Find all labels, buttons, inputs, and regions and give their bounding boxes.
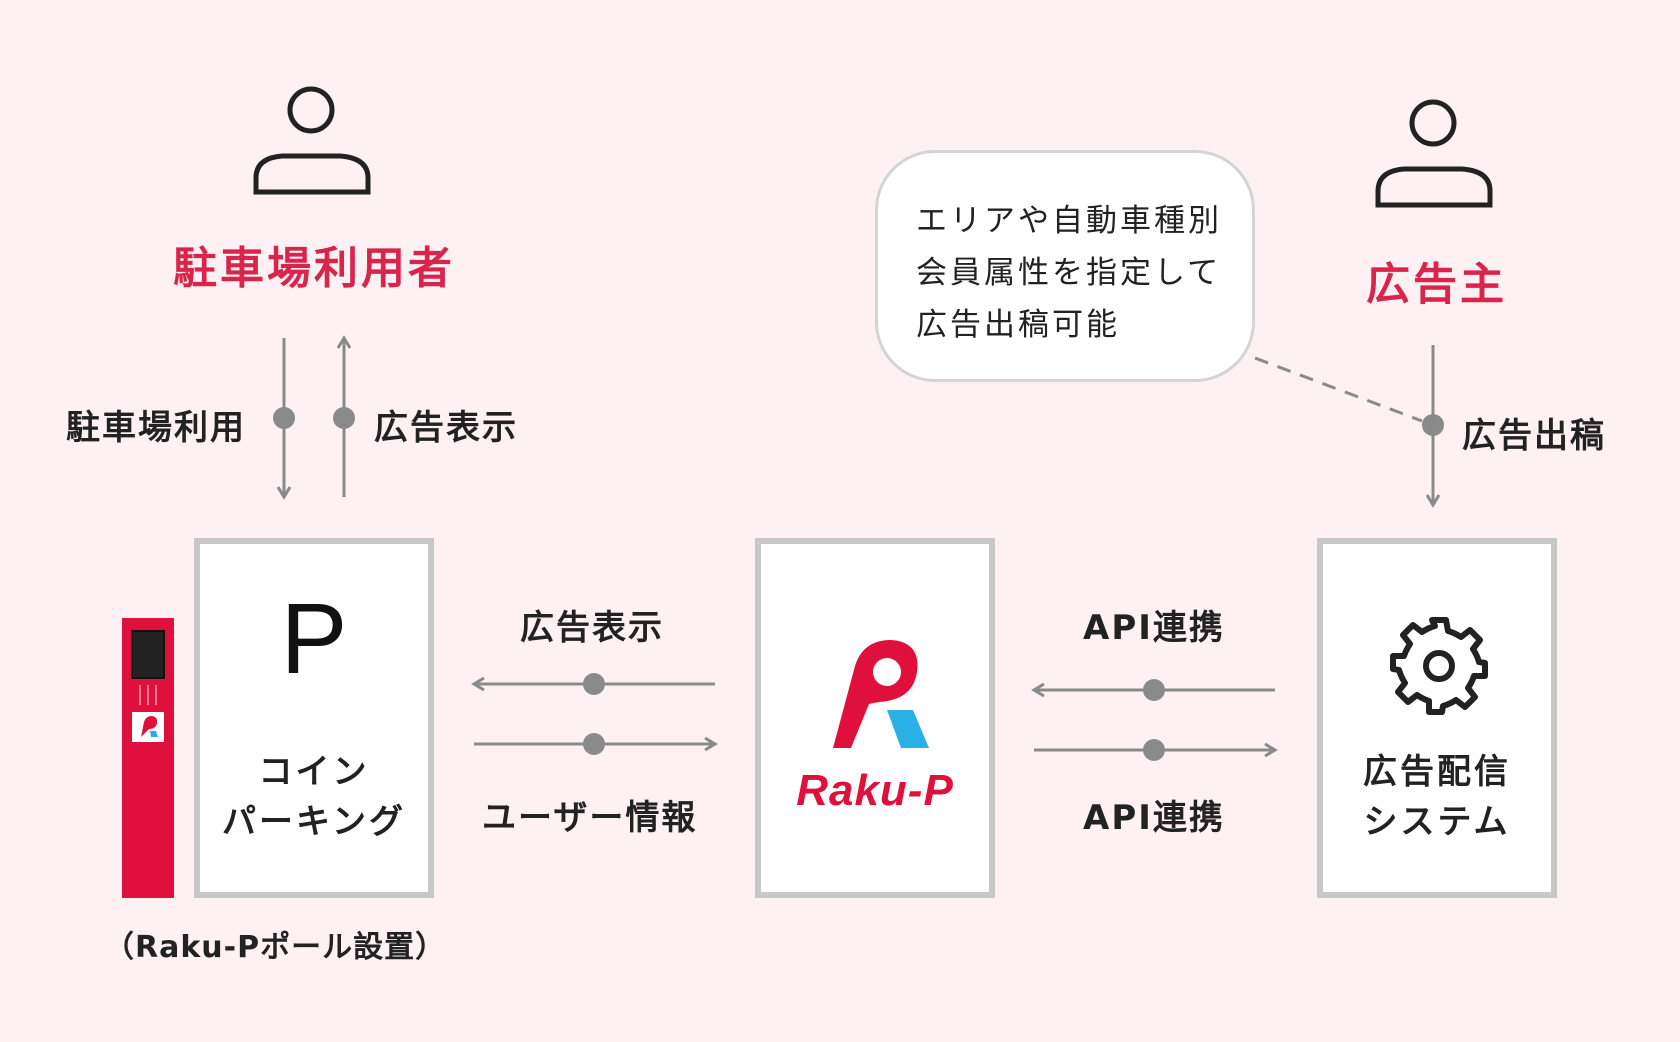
arrow-node xyxy=(1143,679,1165,701)
arrow-node xyxy=(1422,414,1444,436)
arrow-node xyxy=(333,407,355,429)
parking-symbol: P xyxy=(280,583,348,695)
bubble-connector-dashed xyxy=(1254,356,1423,423)
advertiser-label: 広告主 xyxy=(1366,259,1507,310)
flow-label-ad-display-user: 広告表示 xyxy=(374,408,518,448)
rakup-logo-text: Raku-P xyxy=(796,766,954,815)
info-bubble: エリアや自動車種別 会員属性を指定して 広告出稿可能 xyxy=(875,150,1255,382)
user-person-icon xyxy=(253,86,371,195)
flow-label-api-bottom: API連携 xyxy=(1083,798,1225,838)
arrow-node xyxy=(583,673,605,695)
bubble-line-1: エリアや自動車種別 xyxy=(916,203,1222,239)
coin-parking-line2: パーキング xyxy=(222,802,406,842)
ad-delivery-system-box: 広告配信 システム xyxy=(1317,538,1557,898)
flow-label-ad-placement: 広告出稿 xyxy=(1462,416,1606,456)
bubble-line-2: 会員属性を指定して xyxy=(916,255,1222,291)
coin-parking-line1: コイン xyxy=(258,752,370,792)
advertiser-person-icon xyxy=(1375,99,1493,208)
ad-system-line2: システム xyxy=(1363,802,1511,842)
arrow-node xyxy=(273,407,295,429)
parking-user-label: 駐車場利用者 xyxy=(173,243,455,294)
arrow-node xyxy=(583,733,605,755)
pole-caption: （Raku-Pポール設置） xyxy=(104,930,447,965)
coin-parking-box: P コイン パーキング xyxy=(194,538,434,898)
rakup-box: Raku-P xyxy=(755,538,995,898)
flow-label-user-info: ユーザー情報 xyxy=(482,798,698,838)
flow-label-ad-display: 広告表示 xyxy=(520,608,664,648)
flow-label-parking-use: 駐車場利用 xyxy=(66,408,246,448)
rakup-pole xyxy=(122,618,174,898)
bubble-line-3: 広告出稿可能 xyxy=(916,307,1120,343)
gear-icon xyxy=(1390,617,1488,715)
flow-label-api-top: API連携 xyxy=(1083,608,1225,648)
ad-system-line1: 広告配信 xyxy=(1363,752,1511,792)
arrow-node xyxy=(1143,739,1165,761)
rakup-logo-icon xyxy=(833,640,929,748)
